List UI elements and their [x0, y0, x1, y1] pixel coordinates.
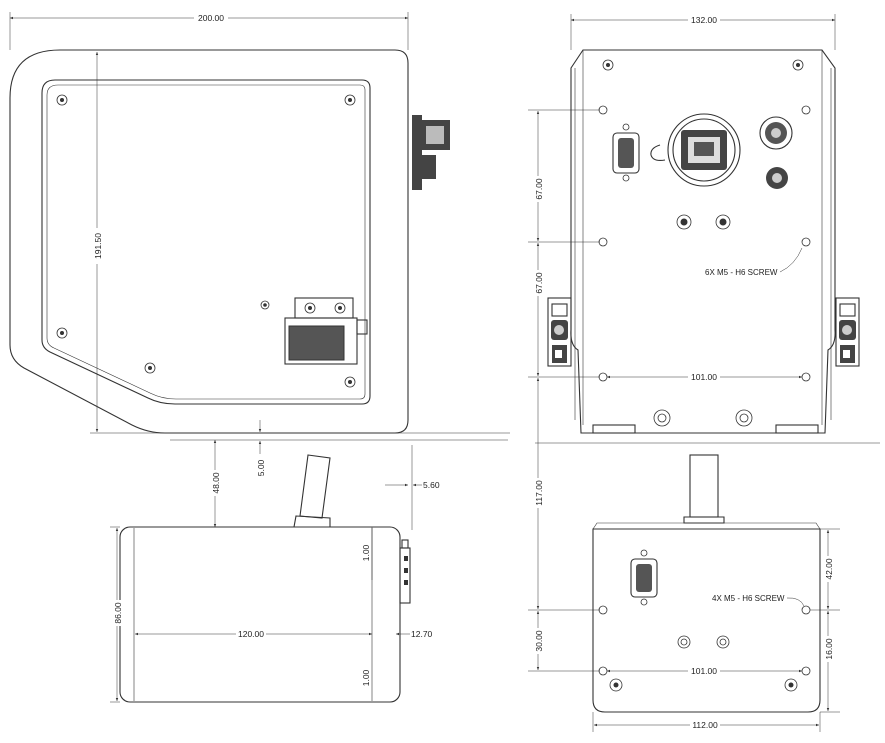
led-indicator	[676, 214, 692, 230]
bottom-upper-offset-dimension: 42.00	[810, 528, 840, 611]
back-upper-spacing-dimension: 67.00	[532, 111, 544, 241]
vertical-total-dimension: 117.00	[532, 378, 544, 609]
dim-back-upper-spacing: 67.00	[534, 178, 544, 200]
dim-boom-height: 48.00	[211, 472, 221, 494]
back-screw-hole	[598, 105, 608, 115]
back-hole-spacing-dimension: 101.00	[607, 372, 802, 382]
back-width-dimension: 132.00	[570, 14, 836, 50]
back-bottom-hole	[653, 409, 671, 427]
bottom-vga-port	[630, 549, 658, 606]
led-indicator	[715, 214, 731, 230]
side-connector	[399, 539, 411, 604]
dim-back-width: 132.00	[691, 15, 717, 25]
screw-4x-callout: 4X M5 - H6 SCREW	[712, 594, 805, 607]
dim-front-width: 200.00	[198, 13, 224, 23]
dim-bottom-edge-offset: 16.00	[824, 638, 834, 660]
front-side-connector	[412, 115, 450, 190]
side-depth-dimension: 120.00 12.70	[135, 629, 433, 639]
dim-connector-depth: 12.70	[411, 629, 433, 639]
front-height-dimension: 191.50	[91, 52, 103, 432]
front-mount-hole	[344, 94, 356, 106]
back-lower-spacing-dimension: 67.00	[532, 243, 544, 376]
note-screw-4x: 4X M5 - H6 SCREW	[712, 594, 785, 603]
bottom-screw-hole	[598, 666, 608, 676]
dim-bottom-lower-spacing: 30.00	[534, 630, 544, 652]
top-gap-dimension: 1.00	[361, 527, 373, 580]
power-connector	[766, 167, 788, 189]
back-screw-hole	[598, 237, 608, 247]
front-mount-hole	[56, 327, 68, 339]
front-mount-hole	[144, 362, 156, 374]
side-view: 48.00 86.00 120.00 12.70 1.00 1.00	[110, 440, 433, 703]
front-mount-hole	[56, 94, 68, 106]
bottom-screw-hole	[801, 666, 811, 676]
bottom-mount-hole	[784, 678, 798, 692]
bottom-screw-hole	[801, 605, 811, 615]
back-view: 132.00 67.00 67.00 101.00 6X M5 - H6 SCR…	[528, 14, 860, 434]
dim-back-lower-spacing: 67.00	[534, 272, 544, 294]
bottom-gap-dimension: 1.00	[361, 669, 371, 686]
dim-vertical-total: 117.00	[534, 480, 544, 506]
dim-side-depth: 120.00	[238, 629, 264, 639]
round-connector	[759, 116, 793, 150]
front-latch-block	[284, 297, 368, 365]
dim-offset-5: 5.00	[256, 459, 266, 476]
bottom-width-dimension: 112.00	[592, 712, 821, 732]
bottom-hole-spacing-dimension: 101.00	[607, 666, 802, 676]
front-mount-hole	[344, 376, 356, 388]
dim-bottom-hole-spacing: 101.00	[691, 666, 717, 676]
bottom-screw-hole	[598, 605, 608, 615]
back-screw-hole	[801, 105, 811, 115]
boom-height-dimension: 48.00	[208, 440, 221, 527]
ethernet-port	[650, 113, 741, 187]
vga-port	[612, 123, 640, 182]
side-boom	[293, 454, 331, 528]
dim-bottom-upper-offset: 42.00	[824, 558, 834, 580]
screw-6x-callout: 6X M5 - H6 SCREW	[705, 247, 803, 277]
bottom-boom	[683, 454, 725, 524]
back-side-clip	[835, 297, 860, 367]
back-screw-hole	[598, 372, 608, 382]
front-mount-hole	[260, 300, 270, 310]
dim-front-height: 191.50	[93, 233, 103, 259]
dim-offset-5-60: 5.60	[423, 480, 440, 490]
front-view: 200.00 191.50 5.00 5.60	[9, 12, 510, 530]
dim-back-hole-spacing: 101.00	[691, 372, 717, 382]
bottom-view: 117.00 30.00 42.00 16.00 101.00	[528, 378, 840, 732]
bottom-lower-spacing-dimension: 30.00	[532, 611, 544, 670]
back-side-clip	[547, 297, 572, 367]
front-width-dimension: 200.00	[9, 12, 409, 50]
back-top-hole	[602, 59, 614, 71]
back-top-hole	[792, 59, 804, 71]
bottom-mount-hole	[609, 678, 623, 692]
back-screw-hole	[801, 372, 811, 382]
dim-bottom-gap: 1.00	[361, 669, 371, 686]
dim-5-group: 5.00	[256, 420, 266, 476]
bottom-edge-offset-dimension: 16.00	[820, 611, 840, 713]
bottom-led	[677, 635, 691, 649]
note-screw-6x: 6X M5 - H6 SCREW	[705, 268, 778, 277]
back-screw-hole	[801, 237, 811, 247]
dim-side-height: 86.00	[113, 602, 123, 624]
back-bottom-hole	[735, 409, 753, 427]
dim-bottom-width: 112.00	[692, 720, 718, 730]
dim-5-60-group: 5.60	[385, 445, 440, 530]
bottom-led	[716, 635, 730, 649]
dim-top-gap: 1.00	[361, 544, 371, 561]
side-height-dimension: 86.00	[110, 526, 123, 703]
